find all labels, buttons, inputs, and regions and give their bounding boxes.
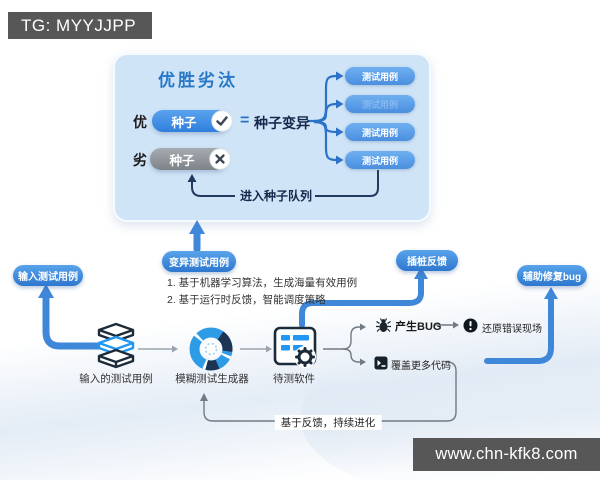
bad-seed-pill: 种子 <box>150 148 228 170</box>
bug-produced-label: 产生BUG <box>395 321 442 333</box>
gear-icon <box>294 346 316 368</box>
instrumentation-feedback-badge: 插桩反馈 <box>396 250 458 271</box>
blue-arrowheads <box>38 220 558 299</box>
bug-icon <box>376 318 391 332</box>
assist-bug-repair-badge: 辅助修复bug <box>517 265 587 286</box>
fuzzer-generator-icon <box>189 327 233 371</box>
code-coverage-icon <box>374 356 388 370</box>
note-line: 1. 基于机器学习算法，生成海量有效用例 <box>167 277 358 289</box>
good-seed-text: 种子 <box>171 115 197 130</box>
stack-icon-label: 输入的测试用例 <box>79 373 153 385</box>
bad-seed-text: 种子 <box>169 153 195 168</box>
target-software-icon <box>273 326 317 368</box>
seed-mutation-label: 种子变异 <box>254 115 310 131</box>
bad-label: 劣 <box>133 152 147 168</box>
good-seed-pill: 种子 <box>152 110 230 132</box>
algorithm-notes: 1. 基于机器学习算法，生成海量有效用例 2. 基于运行时反馈，智能调度策略 <box>167 275 367 309</box>
test-case-pill: 测试用例 <box>345 67 415 85</box>
queue-arrowhead <box>187 174 197 182</box>
input-test-cases-badge: 输入测试用例 <box>13 265 83 286</box>
test-case-pill: 测试用例 <box>345 151 415 169</box>
note-line: 2. 基于运行时反馈，智能调度策略 <box>167 294 326 306</box>
restore-scene-label: 还原错误现场 <box>482 324 542 335</box>
telegram-watermark: TG: MYYJJPP <box>8 12 152 39</box>
website-watermark: www.chn-kfk8.com <box>413 438 600 471</box>
feedback-loop-label: 基于反馈，持续进化 <box>274 415 382 430</box>
test-cases-stack-icon <box>97 322 135 369</box>
test-case-pill: 测试用例 <box>345 95 415 113</box>
coverage-label: 覆盖更多代码 <box>391 361 451 372</box>
seed-queue-label: 进入种子队列 <box>237 189 315 203</box>
target-icon-label: 待测软件 <box>273 373 315 385</box>
alert-icon <box>463 318 478 333</box>
check-icon <box>211 110 233 132</box>
panel-title: 优胜劣汰 <box>158 71 238 90</box>
cross-icon <box>209 148 231 170</box>
fuzzer-icon-label: 模糊测试生成器 <box>175 373 249 385</box>
mutated-test-cases-badge: 变异测试用例 <box>162 251 236 272</box>
equals-sign: = <box>240 112 250 129</box>
test-case-pill: 测试用例 <box>345 123 415 141</box>
good-label: 优 <box>133 114 147 130</box>
fork-arrowheads <box>336 71 344 165</box>
